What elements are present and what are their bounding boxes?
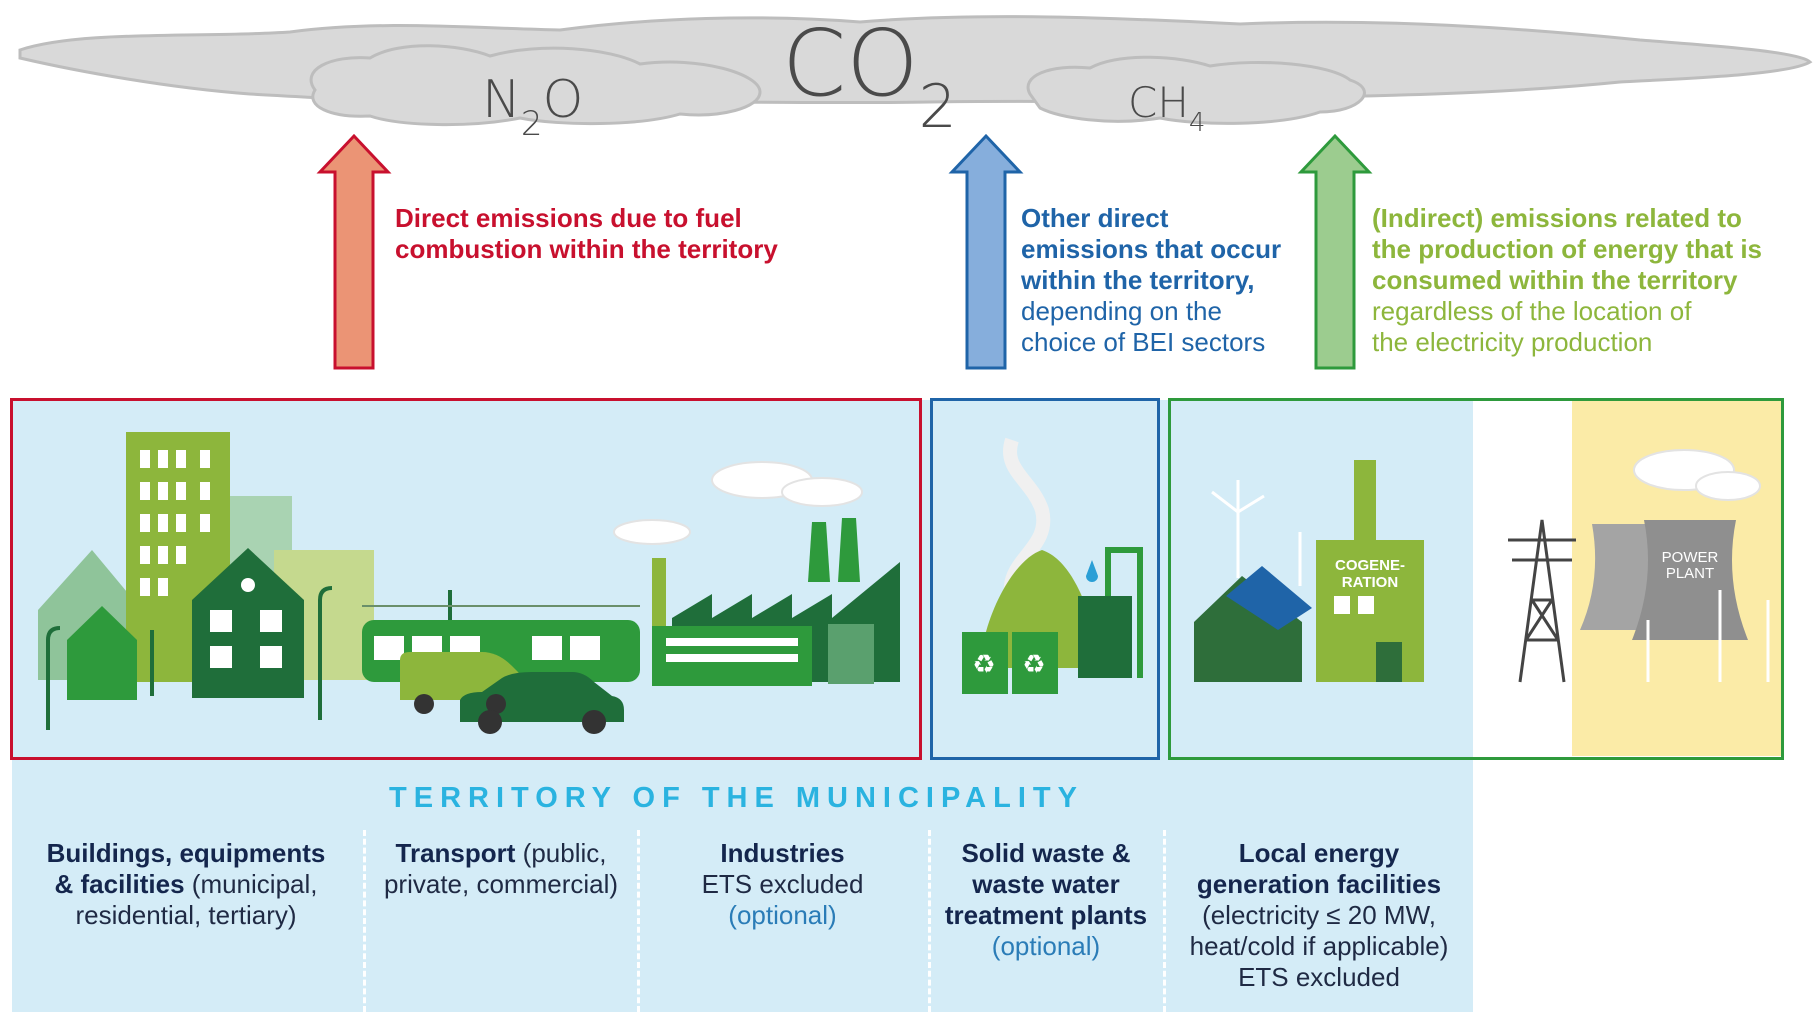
svg-text:♻: ♻ (972, 650, 995, 680)
other-emissions-line-5: choice of BEI sectors (1021, 327, 1266, 357)
category-industries-normal-1: ETS excluded (701, 869, 864, 899)
solar-panels (1226, 566, 1312, 630)
category-energy-bold-2: generation facilities (1196, 869, 1442, 899)
water-treatment-tank (1078, 596, 1132, 678)
category-transport-normal-1: (public, (522, 838, 607, 868)
ch4-base: CH (1128, 78, 1189, 127)
category-divider-2 (637, 830, 640, 1012)
direct-emissions-line-1: Direct emissions due to fuel (395, 203, 742, 233)
indirect-emissions-line-4: regardless of the location of (1372, 296, 1692, 326)
category-industries: Industries ETS excluded (optional) (640, 838, 925, 931)
co2-label: CO2 (782, 14, 957, 143)
category-buildings-bold-1: Buildings, equipments (46, 838, 326, 868)
power-plant-label-2: PLANT (1666, 565, 1714, 582)
category-energy-bold-1: Local energy (1238, 838, 1400, 868)
power-plant-label-1: POWER (1662, 549, 1719, 566)
indirect-emissions-frame (1168, 398, 1784, 760)
indirect-emissions-line-5: the electricity production (1372, 327, 1653, 357)
svg-text:♻: ♻ (1022, 650, 1045, 680)
city-illustration: ♻ ♻ COGENE- RATION POWER PLANT (38, 432, 1770, 734)
category-industries-bold-1: Industries (720, 838, 845, 868)
category-transport: Transport (public, private, commercial) (366, 838, 636, 900)
indirect-emissions-line-1: (Indirect) emissions related to (1372, 203, 1742, 233)
n2o-label: N2O (482, 70, 584, 144)
n2o-base: N (482, 70, 521, 130)
category-waste-bold-1: Solid waste & (961, 838, 1131, 868)
ch4-label: CH4 (1128, 78, 1205, 138)
category-transport-normal-2: private, commercial) (383, 869, 619, 899)
other-direct-emissions-text: Other direct emissions that occur within… (1021, 203, 1321, 358)
co2-subscript: 2 (918, 72, 957, 142)
category-energy-normal-1: (electricity ≤ 20 MW, (1202, 900, 1436, 930)
arrows (316, 133, 1373, 370)
category-waste-bold-3: treatment plants (944, 900, 1148, 930)
other-emissions-line-2: emissions that occur (1021, 234, 1282, 264)
category-buildings: Buildings, equipments & facilities (muni… (16, 838, 356, 931)
category-buildings-line-1: Buildings, equipments (16, 838, 356, 869)
power-pylon (1508, 519, 1576, 683)
category-divider-3 (928, 830, 931, 1012)
n2o-tail: O (542, 70, 584, 130)
indirect-emissions-line-2: the production of energy that is (1372, 234, 1763, 264)
other-emissions-line-3: within the territory, (1021, 265, 1255, 295)
category-buildings-line-2: & facilities (municipal, (16, 869, 356, 900)
category-divider-1 (363, 830, 366, 1012)
cogeneration-label-1: COGENE- (1335, 557, 1405, 574)
co2-base: CO (782, 10, 919, 117)
category-transport-line-1: Transport (public, (366, 838, 636, 869)
gas-cloud (18, 15, 1813, 127)
category-waste-optional: (optional) (991, 931, 1101, 961)
recycling-bin-left (962, 632, 1008, 694)
direct-emissions-text: Direct emissions due to fuel combustion … (395, 203, 835, 265)
category-transport-bold-1: Transport (395, 838, 516, 868)
other-emissions-line-1: Other direct (1021, 203, 1169, 233)
category-waste-bold-2: waste water (972, 869, 1120, 899)
category-buildings-normal-1: (municipal, (191, 869, 318, 899)
cogeneration-label-2: RATION (1342, 574, 1398, 591)
category-buildings-normal-2: residential, tertiary) (75, 900, 297, 930)
other-emissions-line-4: depending on the (1021, 296, 1222, 326)
ch4-subscript: 4 (1188, 108, 1206, 138)
category-industries-optional: (optional) (728, 900, 837, 930)
category-energy-normal-2: heat/cold if applicable) (1189, 931, 1449, 961)
category-buildings-bold-2: & facilities (54, 869, 185, 899)
red-up-arrow (316, 133, 392, 370)
category-local-energy: Local energy generation facilities (elec… (1166, 838, 1472, 993)
external-white-zone (1473, 400, 1572, 756)
category-waste: Solid waste & waste water treatment plan… (931, 838, 1161, 962)
indirect-emissions-line-3: consumed within the territory (1372, 265, 1738, 295)
compost-heap (980, 550, 1102, 668)
green-up-arrow (1297, 133, 1373, 370)
indirect-emissions-text: (Indirect) emissions related to the prod… (1372, 203, 1812, 358)
category-energy-normal-3: ETS excluded (1238, 962, 1400, 992)
direct-emissions-frame (10, 398, 922, 760)
blue-up-arrow (948, 133, 1024, 370)
n2o-subscript: 2 (520, 104, 543, 144)
category-divider-4 (1163, 830, 1166, 1012)
direct-emissions-line-2: combustion within the territory (395, 234, 778, 264)
recycling-bin-right (1012, 632, 1058, 694)
other-emissions-frame (930, 398, 1160, 760)
territory-label: TERRITORY OF THE MUNICIPALITY (389, 782, 1084, 814)
